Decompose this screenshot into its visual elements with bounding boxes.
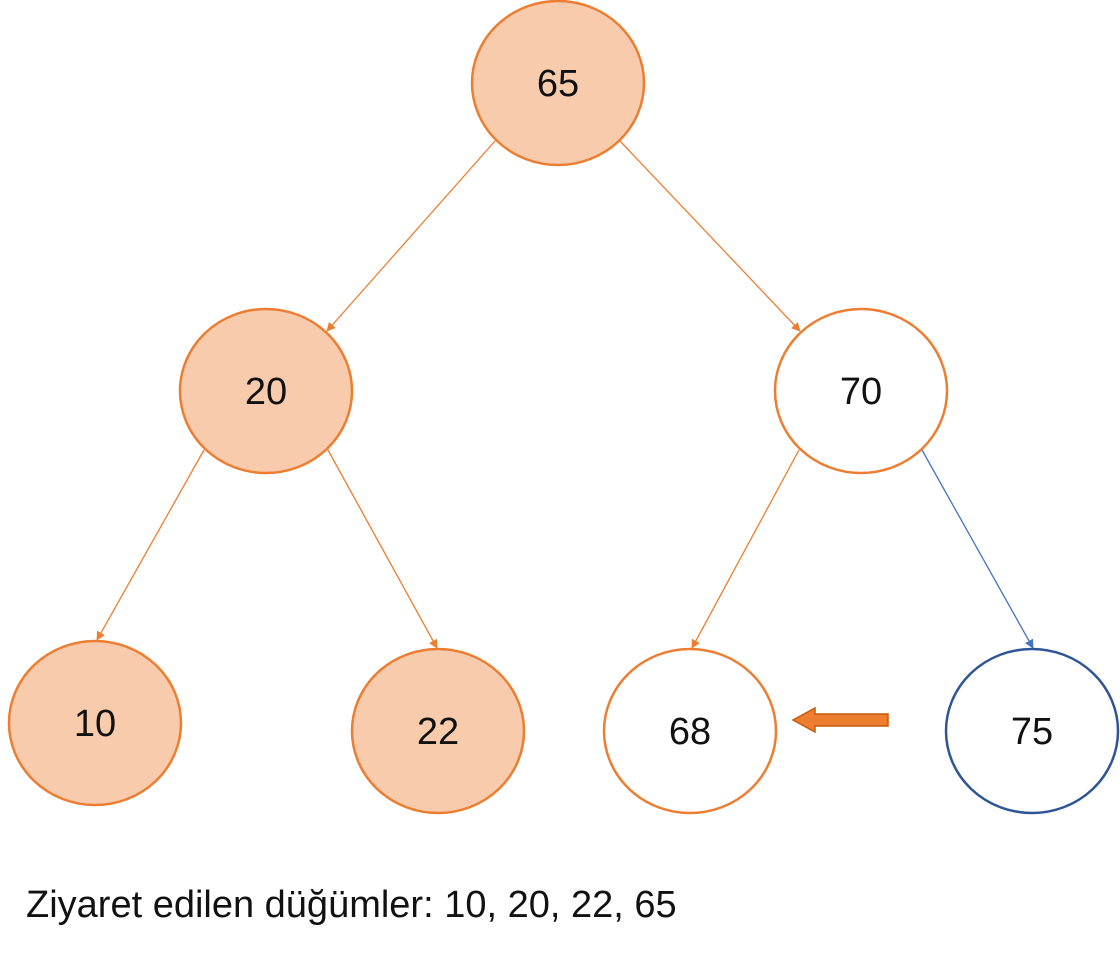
node-circle-10: [7, 639, 183, 807]
edge-20-to-10: [96, 449, 205, 641]
nodes-layer: 65 20 70 10 22 68 75: [7, 0, 1120, 815]
edge-70-to-75: [921, 449, 1034, 649]
node-label-70: 70: [840, 371, 882, 413]
node-label-10: 10: [74, 703, 116, 745]
tree-node-68: 68: [602, 647, 778, 815]
node-circle-22: [350, 647, 526, 815]
node-label-68: 68: [669, 711, 711, 753]
tree-node-75: 75: [944, 647, 1120, 815]
node-circle-75: [944, 647, 1120, 815]
edge-70-to-68: [691, 449, 800, 649]
node-label-75: 75: [1011, 711, 1053, 753]
tree-node-10: 10: [7, 639, 183, 807]
edge-65-to-70: [619, 140, 801, 332]
node-circle-65: [470, 0, 646, 167]
node-label-22: 22: [417, 711, 459, 753]
left-arrow-icon: [791, 706, 889, 734]
node-circle-20: [178, 307, 354, 475]
node-label-20: 20: [245, 371, 287, 413]
edge-20-to-22: [327, 449, 438, 649]
tree-node-70: 70: [773, 307, 949, 475]
node-circle-68: [602, 647, 778, 815]
node-circle-70: [773, 307, 949, 475]
pointer-layer: [791, 706, 889, 734]
node-label-65: 65: [537, 63, 579, 105]
edges-layer: [96, 140, 1034, 649]
tree-node-65: 65: [470, 0, 646, 167]
tree-node-22: 22: [350, 647, 526, 815]
edge-65-to-20: [326, 140, 496, 332]
visited-nodes-caption: Ziyaret edilen düğümler: 10, 20, 22, 65: [26, 884, 677, 926]
tree-node-20: 20: [178, 307, 354, 475]
